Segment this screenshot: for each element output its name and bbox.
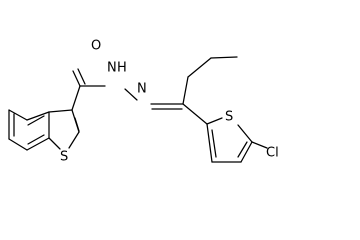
bond	[72, 70, 81, 87]
bond	[74, 117, 80, 132]
bond	[124, 88, 138, 101]
bond	[77, 68, 86, 85]
bond	[48, 137, 61, 150]
atom-label-hydrogen: H	[117, 61, 127, 76]
atom-label-oxygen: O	[91, 39, 101, 54]
atom-label-sulfur-benzothiophene: S	[60, 150, 68, 165]
atom-labels: O N H N S S Cl	[60, 39, 279, 165]
bond	[237, 141, 248, 158]
bond	[48, 109, 73, 113]
atom-label-nitrogen-nh: N	[107, 61, 117, 76]
bond	[68, 131, 80, 149]
bond	[187, 57, 212, 78]
bond	[182, 76, 189, 105]
atom-label-sulfur-thiophene: S	[225, 110, 233, 125]
bond	[182, 103, 208, 125]
bond	[71, 85, 81, 111]
bond	[210, 56, 238, 59]
atom-label-nitrogen-imine: N	[137, 82, 147, 97]
bond	[27, 115, 45, 126]
bond	[237, 124, 253, 143]
bond	[240, 141, 253, 163]
chemical-structure-diagram: O N H N S S Cl	[8, 39, 279, 165]
bond	[206, 117, 223, 125]
bond	[211, 129, 217, 158]
bond	[27, 134, 45, 145]
bond	[26, 137, 50, 151]
bond	[206, 123, 213, 163]
bond	[251, 141, 268, 149]
bond	[26, 111, 50, 121]
bond	[8, 138, 28, 151]
bonds	[8, 56, 268, 163]
atom-label-chlorine: Cl	[266, 146, 279, 161]
bond	[8, 109, 28, 121]
